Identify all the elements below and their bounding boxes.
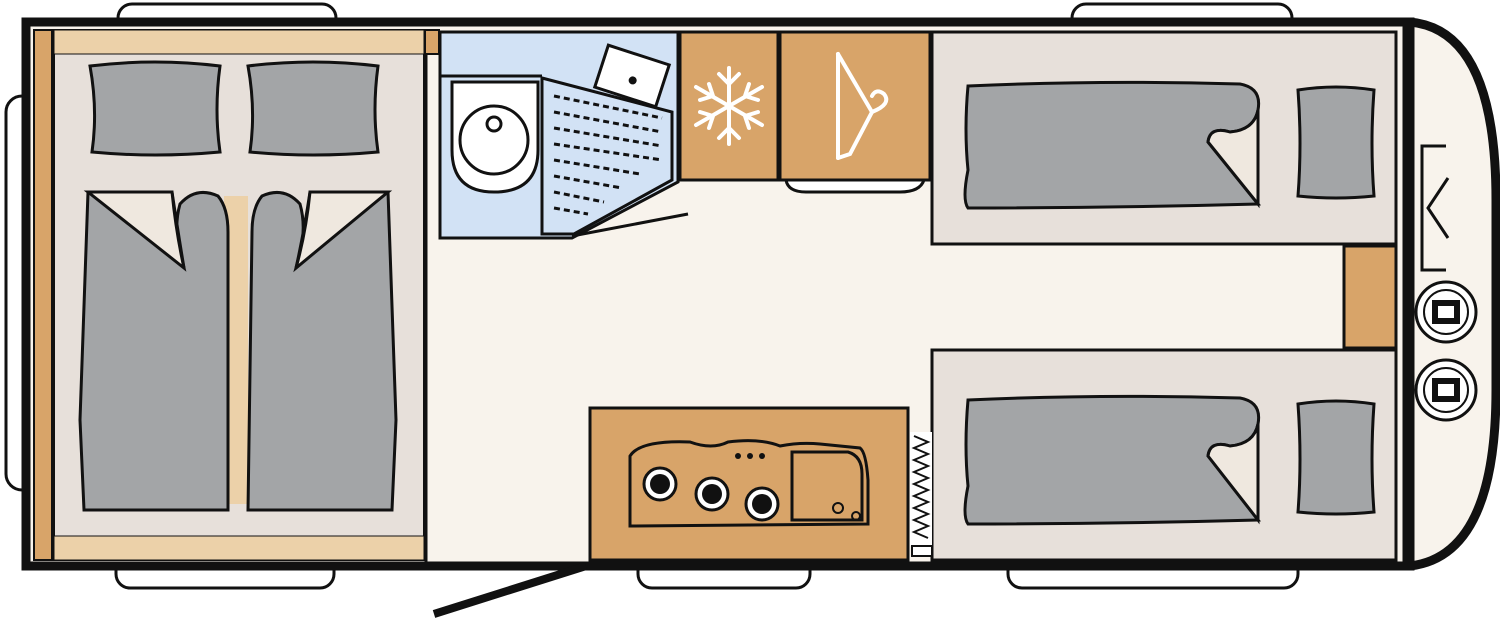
toilet-drain [485, 115, 503, 133]
pillow-icon [88, 60, 222, 157]
sink-tap [851, 511, 861, 521]
bedroom-cupboard-bottom [53, 535, 425, 561]
kitchen [588, 406, 910, 562]
washroom-door [571, 212, 689, 238]
gas-bottle-icon [1414, 358, 1478, 422]
wardrobe-cabinet [778, 30, 932, 182]
bedroom-divider-wood [424, 29, 440, 55]
sink-icon [790, 450, 864, 522]
drawbar [1414, 144, 1478, 422]
front-bunk-top [930, 30, 1398, 246]
pillow-icon [1296, 399, 1376, 516]
heater-coil [911, 435, 931, 539]
pillow-icon [246, 60, 380, 157]
heater-base [911, 545, 933, 557]
hanger-icon [836, 52, 889, 160]
sink-drain [832, 502, 844, 514]
blanket-fold [293, 190, 393, 273]
shower-drain-grid [553, 94, 663, 216]
washroom [438, 30, 689, 240]
wardrobe-base [784, 178, 927, 194]
toilet-shower-icon [450, 80, 540, 194]
entrance-door [432, 562, 588, 618]
washbasin-icon [592, 43, 672, 109]
wardrobe [778, 30, 932, 194]
pillow-icon [1296, 85, 1376, 200]
rear-wall-wood [33, 29, 53, 561]
front-cabinet [1342, 244, 1398, 350]
snowflake-icon [694, 66, 764, 146]
toilet-bowl [458, 104, 530, 176]
fridge [678, 30, 780, 182]
hob-control [747, 453, 753, 459]
heater [910, 432, 933, 557]
front-locker-outline [1420, 144, 1446, 272]
front-bunk-bottom [930, 348, 1398, 562]
blanket-fold [83, 190, 187, 272]
hob-control [735, 453, 741, 459]
gas-bottle-icon [1414, 280, 1478, 344]
rear-bedroom [33, 29, 440, 562]
gas-hob [642, 453, 780, 522]
front-locker-mark [1426, 177, 1450, 239]
blanket-fold [1206, 109, 1260, 209]
hob-control [759, 453, 765, 459]
blanket-fold [1206, 423, 1260, 525]
bedroom-cupboard-top [53, 29, 425, 55]
